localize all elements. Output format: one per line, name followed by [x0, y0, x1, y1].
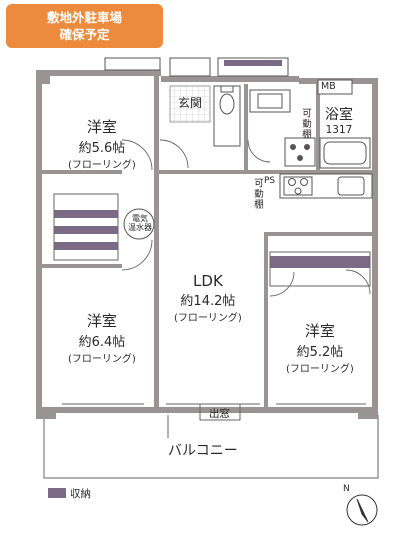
mb-label: MB: [321, 81, 336, 92]
water-heater-label: 電気 温水器: [128, 214, 152, 232]
badge-line-2: 確保予定: [59, 27, 110, 42]
movable-shelf-2-label: 可動棚: [252, 178, 263, 210]
room-west-bottom: 洋室 約6.4帖 (フローリング): [68, 310, 136, 365]
kitchen-counter: [279, 173, 373, 199]
window-bays: [62, 403, 366, 421]
storage-closets: [54, 210, 370, 268]
washroom: [249, 89, 316, 167]
top-windows: [104, 57, 289, 77]
genkan-floor: [169, 85, 211, 123]
room-west-bottom-name: 洋室: [86, 312, 117, 330]
interior-walls: [42, 76, 374, 407]
room-east: 洋室 約5.2帖 (フローリング): [286, 320, 354, 375]
storage-closet-outline: [53, 193, 371, 287]
room-ldk: LDK 約14.2帖 (フローリング): [174, 272, 242, 324]
room-east-name: 洋室: [304, 322, 335, 340]
badge-line-1: 敷地外駐車場: [46, 10, 122, 25]
compass-icon: [346, 494, 378, 526]
water-heater-label-1: 電気: [132, 214, 148, 223]
room-ldk-name: LDK: [193, 272, 223, 290]
room-east-size: 約5.2帖: [296, 345, 344, 360]
room-west-top-size: 約5.6帖: [78, 141, 126, 156]
bay-window-label: 出窓: [209, 408, 230, 420]
toilet: [213, 85, 241, 147]
room-west-top-floor: (フローリング): [68, 160, 136, 171]
legend-storage-label: 収納: [70, 488, 91, 500]
legend-storage-swatch: [48, 488, 66, 498]
meter-box: [317, 79, 353, 95]
balcony: [43, 415, 379, 479]
movable-shelf-1-label: 可動棚: [300, 108, 311, 140]
balcony-label: バルコニー: [168, 443, 238, 459]
room-west-top-name: 洋室: [86, 118, 117, 136]
water-heater: [123, 208, 155, 240]
room-ldk-floor: (フローリング): [174, 313, 242, 324]
bathtub: [319, 137, 371, 169]
genkan-label: 玄関: [178, 96, 203, 110]
bath-name: 浴室: [325, 107, 353, 123]
room-west-top: 洋室 約5.6帖 (フローリング): [68, 116, 136, 171]
compass-north-label: N: [343, 484, 350, 494]
parking-notice-badge: 敷地外駐車場 確保予定: [6, 4, 163, 48]
bath-room: 浴室 1317: [325, 104, 353, 136]
room-ldk-size: 約14.2帖: [180, 294, 236, 309]
room-west-bottom-size: 約6.4帖: [78, 335, 126, 350]
water-heater-label-2: 温水器: [128, 223, 152, 232]
door-swings: [121, 139, 371, 297]
room-east-floor: (フローリング): [286, 364, 354, 375]
room-west-bottom-floor: (フローリング): [68, 354, 136, 365]
bath-size: 1317: [325, 124, 353, 136]
ps-label: PS: [264, 176, 276, 186]
